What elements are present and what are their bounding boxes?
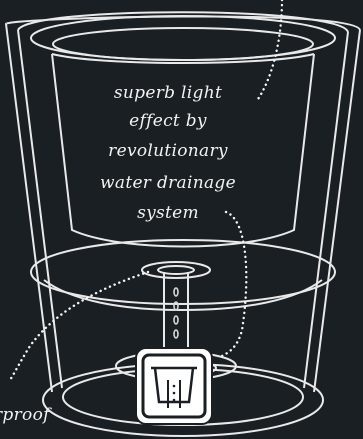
annotation-line-3: revolutionary: [108, 141, 228, 161]
annotation-line-2: effect by: [129, 111, 207, 131]
annotation-line-4: water drainage: [100, 173, 236, 193]
inner-rim: [31, 16, 335, 60]
water-drainage-icon: [136, 348, 212, 424]
annotation-main: superb light effect by revolutionary wat…: [100, 83, 236, 223]
annotation-side: rproof: [0, 405, 52, 425]
leader-right: [222, 212, 246, 356]
lower-band: [31, 240, 335, 310]
annotation-line-5: system: [137, 203, 199, 223]
leader-left: [10, 272, 148, 380]
annotation-line-1: superb light: [114, 83, 222, 103]
